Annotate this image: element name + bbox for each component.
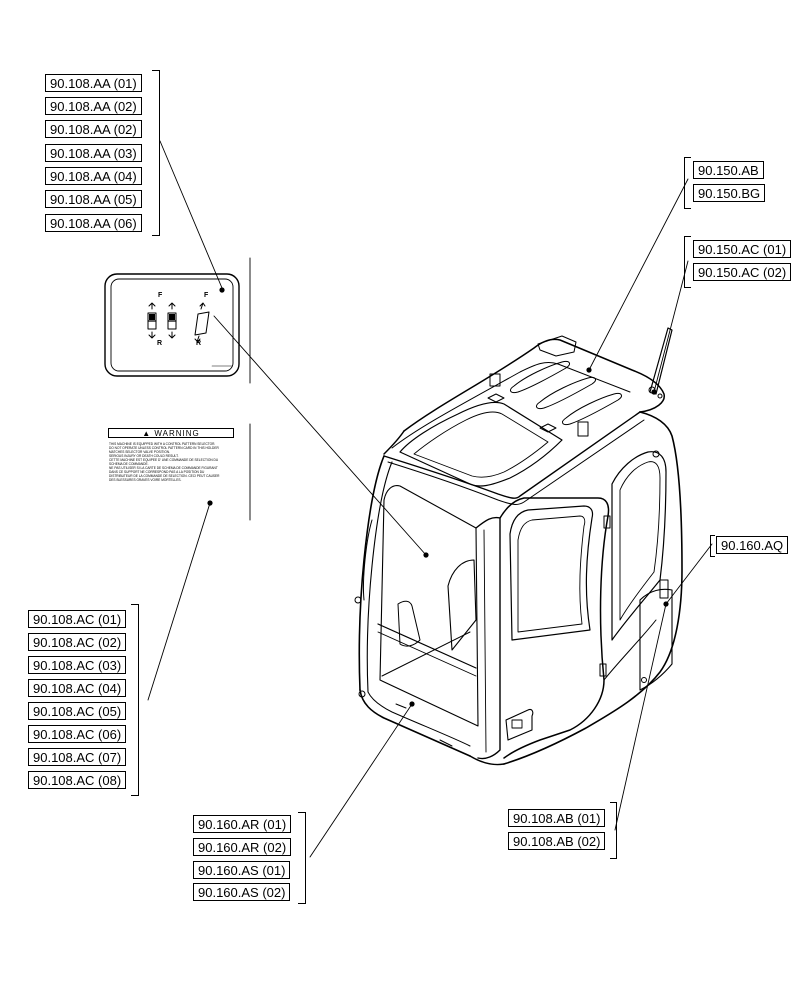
switch-pattern-decal <box>104 273 240 377</box>
switch-reverse-label-2: R <box>196 340 202 347</box>
warning-line: MATCHES SELECTOR VALVE POSITION. <box>109 450 171 454</box>
warning-line: DES BLESSURES GRAVES VOIRE MORTELLES. <box>109 478 182 482</box>
ref-90-108-aa-02b: 90.108.AA (02) <box>45 120 142 138</box>
ref-90-150-ab: 90.150.AB <box>693 161 764 179</box>
ref-90-108-ac-06: 90.108.AC (06) <box>28 725 127 743</box>
warning-text: THIS MACHINE IS EQUIPPED WITH A CONTROL … <box>109 442 235 482</box>
bracket-warning-decal <box>131 604 139 796</box>
warning-line: SERIOUS INJURY OR DEATH COULD RESULT. <box>109 454 179 458</box>
bracket-rear-panel <box>610 802 617 859</box>
ref-90-160-as-02: 90.160.AS (02) <box>193 883 291 901</box>
ref-90-108-ab-01: 90.108.AB (01) <box>508 809 606 827</box>
bracket-antenna <box>684 236 691 288</box>
bracket-roof <box>684 157 691 209</box>
ref-90-150-ac-01: 90.150.AC (01) <box>693 240 792 258</box>
switch-reverse-label-1: R <box>157 340 163 347</box>
ref-90-108-ac-08: 90.108.AC (08) <box>28 771 127 789</box>
ref-90-108-aa-03: 90.108.AA (03) <box>45 144 142 162</box>
bracket-side-panel <box>710 535 715 557</box>
warning-line: DISTRIBUTEUR DE LA COMMANDE DE SELECTION… <box>109 474 220 478</box>
ref-90-108-ac-07: 90.108.AC (07) <box>28 748 127 766</box>
warning-triangle-icon: ▲ <box>142 429 152 438</box>
ref-90-150-ac-02: 90.150.AC (02) <box>693 263 792 281</box>
ref-90-108-ac-05: 90.108.AC (05) <box>28 702 127 720</box>
warning-line: NE PAS UTILISER SI LA CARTE DE SCHEMA DE… <box>109 466 218 470</box>
ref-90-160-as-01: 90.160.AS (01) <box>193 861 291 879</box>
ref-90-108-ac-03: 90.108.AC (03) <box>28 656 127 674</box>
bracket-switch-decal <box>152 70 160 236</box>
ref-90-160-aq: 90.160.AQ <box>716 536 789 554</box>
ref-90-150-bg: 90.150.BG <box>693 184 766 202</box>
operator-cab <box>207 327 683 766</box>
warning-heading-box: ▲ WARNING <box>108 428 234 438</box>
ref-90-108-aa-01: 90.108.AA (01) <box>45 74 142 92</box>
ref-90-108-ac-04: 90.108.AC (04) <box>28 679 127 697</box>
pattern-card-symbol <box>194 302 210 343</box>
switch-forward-label-2: F <box>204 292 209 299</box>
ref-90-108-aa-02: 90.108.AA (02) <box>45 97 142 115</box>
ref-90-160-ar-01: 90.160.AR (01) <box>193 815 292 833</box>
warning-line: CETTE MACHINE EST EQUIPEE D' UNE COMMAND… <box>109 458 219 462</box>
switch-symbol-2 <box>167 302 177 339</box>
ref-90-108-ab-02: 90.108.AB (02) <box>508 832 606 850</box>
warning-line: DANS CE SUPPORT NE CORRESPOND PAS A LA P… <box>109 470 205 474</box>
warning-decal: ▲ WARNING THIS MACHINE IS EQUIPPED WITH … <box>104 425 238 508</box>
warning-heading: WARNING <box>154 429 200 438</box>
ref-90-108-aa-05: 90.108.AA (05) <box>45 190 142 208</box>
leader-lines <box>147 140 713 858</box>
bracket-floor <box>298 812 306 904</box>
ref-90-108-aa-04: 90.108.AA (04) <box>45 167 142 185</box>
switch-forward-label-1: F <box>158 292 163 299</box>
warning-line: THIS MACHINE IS EQUIPPED WITH A CONTROL … <box>109 442 216 446</box>
ref-90-108-aa-06: 90.108.AA (06) <box>45 214 142 232</box>
switch-symbol-1 <box>147 302 157 339</box>
ref-90-108-ac-02: 90.108.AC (02) <box>28 633 127 651</box>
warning-line: DO NOT OPERATE UNLESS CONTROL PATTERN CA… <box>109 446 219 450</box>
warning-line: SCHEMA DE COMMANDE. <box>109 462 149 466</box>
ref-90-160-ar-02: 90.160.AR (02) <box>193 838 292 856</box>
ref-90-108-ac-01: 90.108.AC (01) <box>28 610 127 628</box>
